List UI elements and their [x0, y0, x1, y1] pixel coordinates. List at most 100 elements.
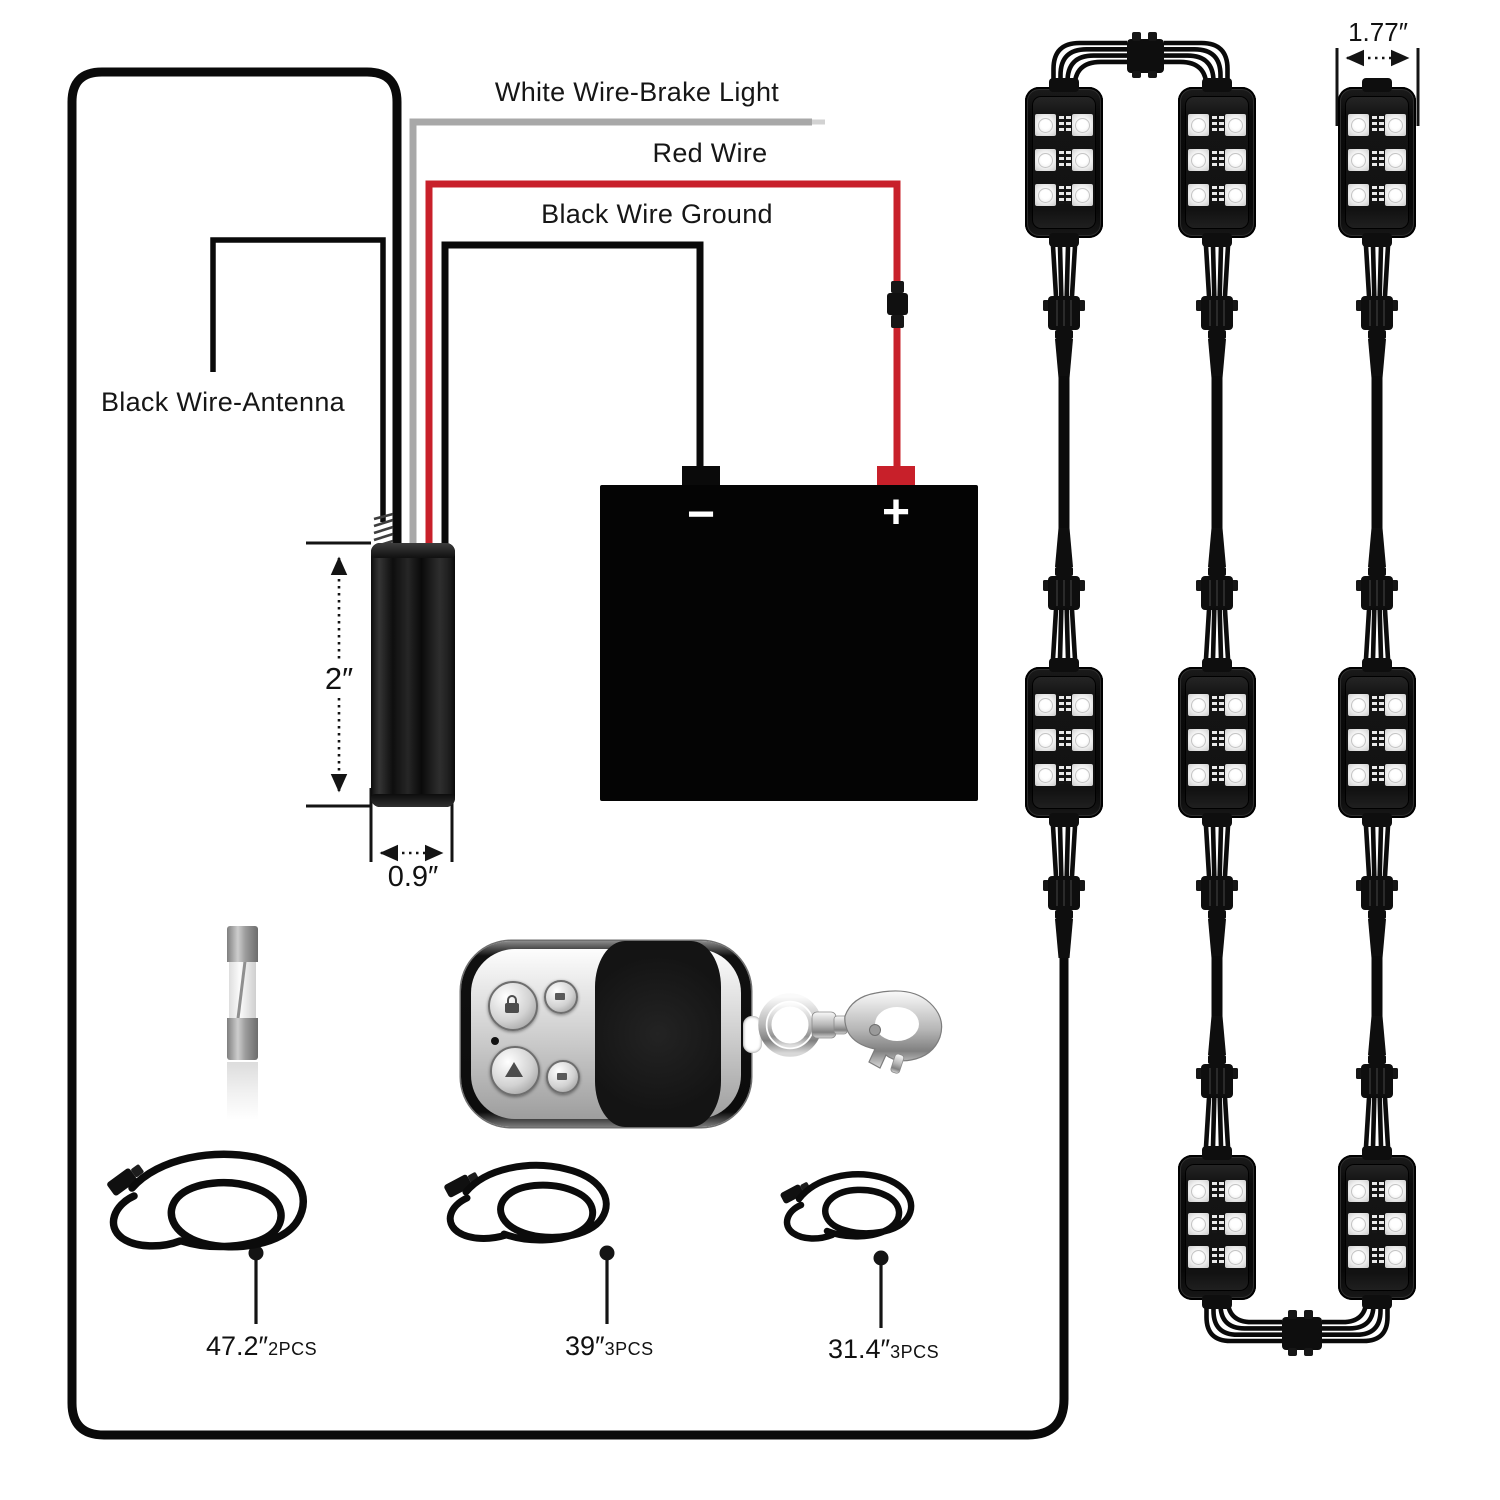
pod-connector-tab [1049, 233, 1079, 247]
remote-button-color[interactable] [546, 1060, 580, 1094]
led-chip [1385, 184, 1406, 206]
solder-pads [1379, 116, 1384, 134]
solder-pads [1059, 151, 1064, 169]
pod-connector-tab [1362, 1146, 1392, 1160]
led-chip [1225, 114, 1246, 136]
pod-splay-wires [1363, 243, 1391, 299]
connector-boot [1368, 919, 1386, 958]
pod-connector-tab [1362, 658, 1392, 672]
label-controller-height: 2″ [317, 661, 361, 697]
label-brake-wire: White Wire-Brake Light [494, 77, 780, 107]
led-chip [1188, 1246, 1209, 1268]
led-chip [1225, 729, 1246, 751]
led-chip [1225, 1180, 1246, 1202]
connector-boot [1208, 1016, 1226, 1055]
connector-collar [1208, 1055, 1226, 1064]
pod-connector-tab [1202, 1146, 1232, 1160]
led-chip [1225, 764, 1246, 786]
connector-collar [1368, 567, 1386, 576]
ground-wire [441, 241, 704, 548]
cable-connector [1043, 296, 1085, 330]
pod-splay-wires [1050, 243, 1078, 299]
label-ground-wire: Black Wire Ground [541, 199, 773, 229]
led-pod [1025, 78, 1103, 247]
cable-spec-39in: 39″3PCS [565, 1331, 654, 1362]
solder-pads [1379, 731, 1384, 749]
extension-cable-31in [780, 1171, 915, 1242]
led-chip [1385, 1213, 1406, 1235]
cable-connector [1043, 576, 1085, 610]
led-chip [1348, 1180, 1369, 1202]
cable-connector [1196, 296, 1238, 330]
solder-pads [1372, 696, 1377, 714]
remote-button-lock[interactable] [488, 981, 538, 1031]
connector-boot [1208, 339, 1226, 378]
inline-fuse-holder [887, 281, 908, 328]
pod-connector-tab [1049, 658, 1079, 672]
remote-button-mode[interactable] [544, 980, 578, 1014]
solder-pads [1059, 116, 1064, 134]
cable-connector [1356, 876, 1398, 910]
pod-splay-wires [1363, 1095, 1391, 1150]
led-chip [1348, 729, 1369, 751]
controller-box [371, 543, 455, 807]
pod-connector-tab [1362, 813, 1392, 827]
led-chip [1348, 1246, 1369, 1268]
solder-pads [1212, 731, 1217, 749]
led-chip [1348, 114, 1369, 136]
solder-pads [1212, 1248, 1217, 1266]
led-chip [1348, 1213, 1369, 1235]
controller-height-dimension [306, 541, 371, 808]
fuse-cap [227, 1018, 258, 1060]
bottom-ribbon-cable [1204, 1297, 1390, 1356]
solder-pads [1066, 696, 1071, 714]
solder-pads [1212, 186, 1217, 204]
led-pod [1025, 658, 1103, 827]
connector-collar [1368, 910, 1386, 919]
lock-icon [505, 995, 519, 1013]
led-chip [1072, 149, 1093, 171]
remote-grip-band [595, 941, 721, 1127]
pod-splay-wires [1050, 823, 1078, 879]
solder-pads [1219, 696, 1224, 714]
remote-button-power[interactable] [490, 1046, 540, 1096]
cable-qty: 3PCS [604, 1339, 654, 1359]
led-chip [1035, 184, 1056, 206]
label-pod-width: 1.77″ [1348, 17, 1408, 47]
cable-connector [1196, 876, 1238, 910]
solder-pads [1066, 151, 1071, 169]
solder-pads [1059, 766, 1064, 784]
led-chip [1188, 694, 1209, 716]
solder-pads [1212, 151, 1217, 169]
solder-pads [1212, 696, 1217, 714]
led-chip [1035, 729, 1056, 751]
led-chip [1072, 729, 1093, 751]
keychain-hardware [758, 990, 943, 1074]
triangle-icon [505, 1062, 523, 1077]
extension-cable-47in [107, 1150, 307, 1251]
led-chip [1348, 694, 1369, 716]
extension-cable-39in [444, 1161, 610, 1244]
led-pod [1178, 658, 1256, 827]
battery-minus-symbol: − [686, 488, 716, 541]
pod-splay-wires [1203, 1095, 1231, 1150]
battery-plus-symbol: + [881, 486, 911, 539]
led-pod [1338, 658, 1416, 827]
remote-control [455, 936, 1015, 1136]
led-chip [1385, 1180, 1406, 1202]
led-pod [1178, 1146, 1256, 1309]
main-harness-loop-wire [67, 67, 1069, 1440]
led-chip [1072, 114, 1093, 136]
connector-collar [1208, 567, 1226, 576]
solder-pads [1372, 731, 1377, 749]
cable-connector [1356, 1064, 1398, 1098]
solder-pads [1219, 766, 1224, 784]
solder-pads [1219, 151, 1224, 169]
cable-qty: 3PCS [890, 1342, 940, 1362]
solder-pads [1066, 186, 1071, 204]
pod-connector-tab [1362, 1295, 1392, 1309]
cable-spec-47in: 47.2″2PCS [206, 1331, 317, 1362]
led-chip [1188, 764, 1209, 786]
led-chip [1225, 149, 1246, 171]
connector-boot [1208, 919, 1226, 958]
